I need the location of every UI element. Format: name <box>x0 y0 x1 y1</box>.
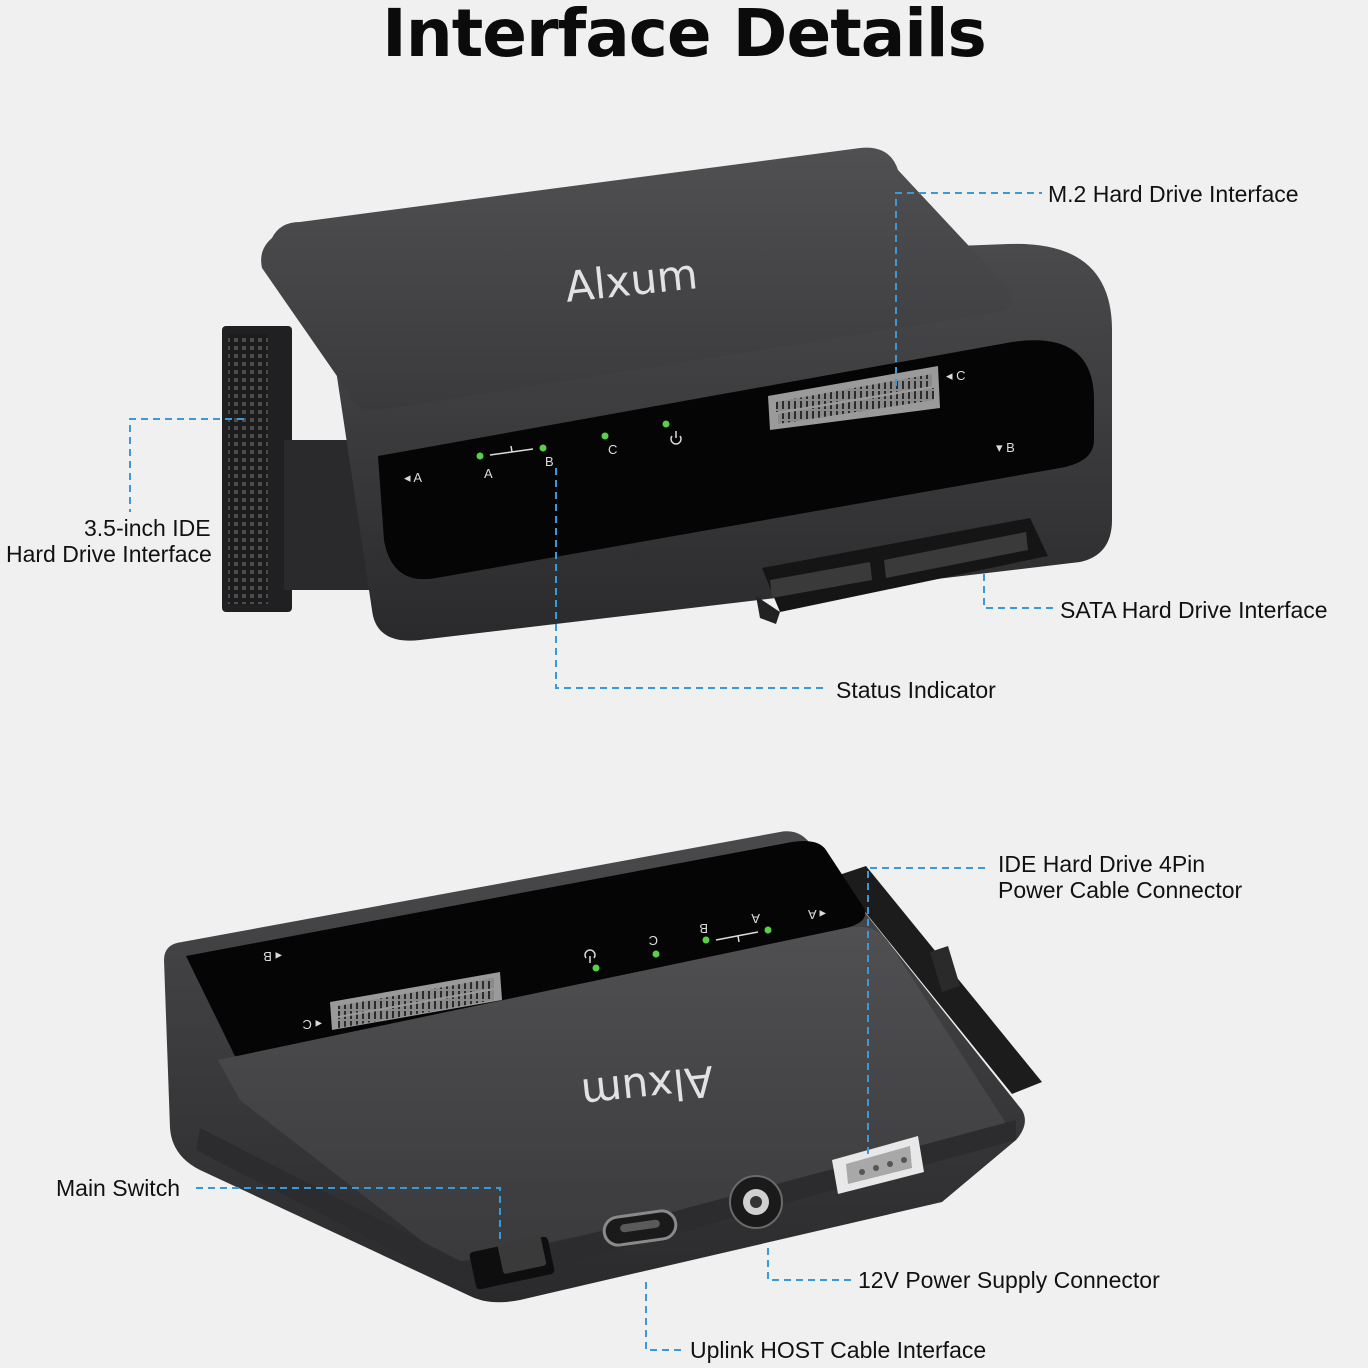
led-label-a-bottom: A <box>751 911 760 926</box>
molex-4pin-connector <box>832 1136 924 1194</box>
callout-line-12v <box>767 1248 852 1281</box>
label-ide-line2: Hard Drive Interface <box>6 541 212 567</box>
dc-power-jack <box>729 1175 783 1229</box>
label-ide-power-line1: IDE Hard Drive 4Pin <box>998 851 1206 877</box>
callout-line-m2 <box>895 192 1042 386</box>
led-a-bottom <box>764 926 772 934</box>
power-icon <box>670 431 682 445</box>
port-mark-c-top: ◂ C <box>946 368 966 383</box>
callout-lines <box>129 192 1054 1351</box>
page-title: Interface Details <box>382 0 987 72</box>
label-ide-power-line2: Power Cable Connector <box>998 877 1243 903</box>
callout-line-ide-power <box>867 867 988 1154</box>
callout-line-sata <box>983 574 1054 609</box>
led-label-c-bottom: C <box>649 933 658 948</box>
label-m2-interface: M.2 Hard Drive Interface <box>1048 181 1299 207</box>
label-status-indicator: Status Indicator <box>836 677 996 703</box>
top-device: Alxum ◂ A ▾ B ◂ C A B C <box>222 147 1112 641</box>
top-device-lid <box>261 147 1013 411</box>
led-label-a-top: A <box>484 466 493 481</box>
led-label-b-bottom: B <box>699 921 708 936</box>
callout-line-status <box>555 468 828 689</box>
status-leds-bottom: C B A <box>584 911 772 972</box>
led-power-bottom <box>592 964 600 972</box>
port-mark-a-top: ◂ A <box>404 470 422 485</box>
port-mark-b-top: ▾ B <box>996 440 1015 455</box>
usb-c-port <box>602 1209 678 1247</box>
bottom-device: Alxum ◂ B ◂ C ◂ A C B A <box>164 831 1042 1303</box>
power-icon <box>584 949 596 963</box>
callout-line-host <box>645 1282 684 1351</box>
callout-line-switch <box>196 1187 501 1244</box>
label-12v-power: 12V Power Supply Connector <box>858 1267 1160 1293</box>
led-b-top <box>539 444 547 452</box>
led-b-bottom <box>702 936 710 944</box>
ide-connector-bottom <box>836 866 1042 1094</box>
status-leds-top: A B C <box>476 420 682 481</box>
port-mark-b-bottom: ◂ B <box>263 949 282 964</box>
callout-line-ide <box>129 418 244 512</box>
label-host-interface: Uplink HOST Cable Interface <box>690 1337 987 1363</box>
led-a-top <box>476 452 484 460</box>
led-c-bottom <box>652 950 660 958</box>
label-main-switch: Main Switch <box>56 1175 180 1201</box>
led-label-c-top: C <box>608 442 617 457</box>
led-label-b-top: B <box>545 454 554 469</box>
sata-connector-top <box>756 518 1048 624</box>
main-switch <box>469 1236 555 1290</box>
port-mark-a-bottom: ◂ A <box>808 907 826 922</box>
port-mark-c-bottom: ◂ C <box>302 1017 322 1032</box>
label-ide-line1: 3.5-inch IDE <box>84 515 211 541</box>
label-sata-interface: SATA Hard Drive Interface <box>1060 597 1328 623</box>
m2-slot-bottom <box>330 972 502 1030</box>
led-power-top <box>662 420 670 428</box>
led-c-top <box>601 432 609 440</box>
